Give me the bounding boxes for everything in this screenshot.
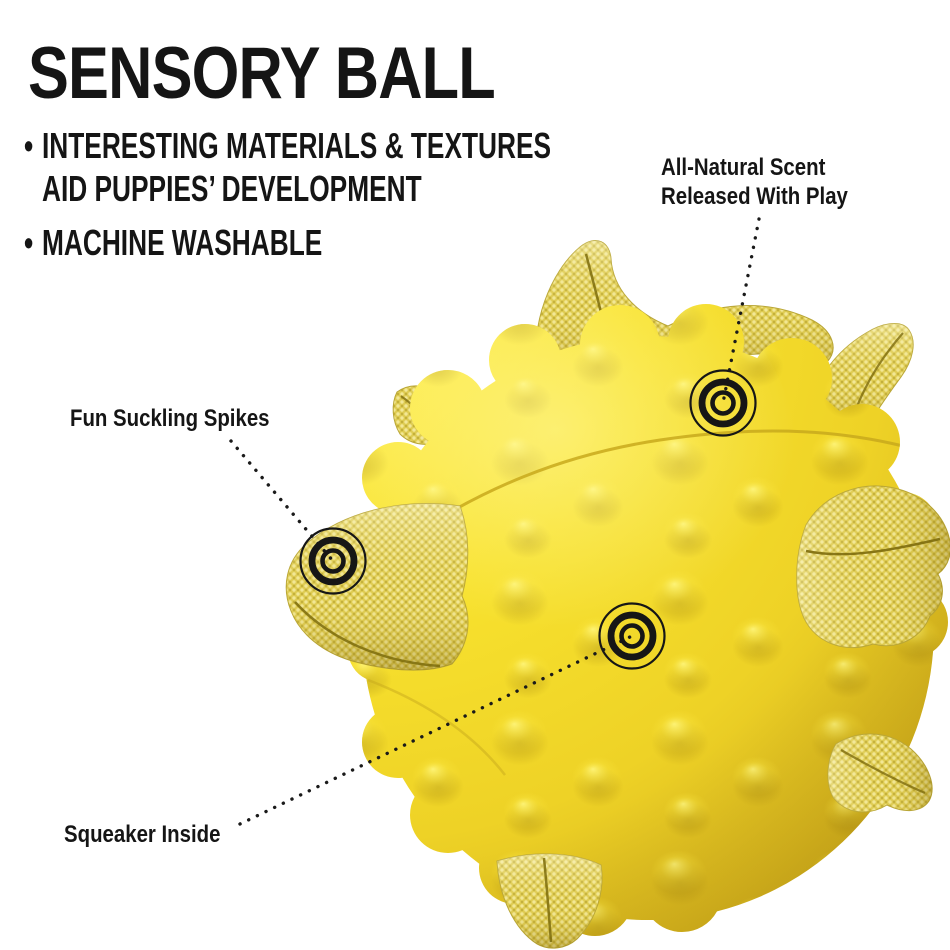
knit-spike-right xyxy=(796,485,950,648)
knit-spike-bottom-right xyxy=(827,733,933,813)
callout-line: Released With Play xyxy=(661,183,848,210)
callout-fun-suckling-spikes: Fun Suckling Spikes xyxy=(70,404,270,433)
target-marker-squeaker xyxy=(598,602,666,670)
knit-spike-left xyxy=(285,503,469,671)
callout-squeaker-inside: Squeaker Inside xyxy=(64,820,220,849)
target-marker-scent xyxy=(689,369,757,437)
bullet-item-textures: • INTERESTING MATERIALS & TEXTURES AID P… xyxy=(24,124,551,210)
bullet-line: MACHINE WASHABLE xyxy=(41,222,323,263)
bullet-line: AID PUPPIES’ DEVELOPMENT xyxy=(41,168,422,209)
callout-line: All-Natural Scent xyxy=(661,154,826,181)
ball-seam-lower xyxy=(367,678,506,776)
callout-line: Fun Suckling Spikes xyxy=(70,405,270,432)
feature-bullets: • INTERESTING MATERIALS & TEXTURES AID P… xyxy=(24,124,724,264)
bullet-dot: • xyxy=(24,222,34,263)
page-title: SENSORY BALL xyxy=(28,33,496,114)
bullet-dot: • xyxy=(24,125,34,166)
ball-seam xyxy=(404,429,936,542)
callout-all-natural-scent: All-Natural Scent Released With Play xyxy=(661,153,848,211)
bullet-item-washable: • MACHINE WASHABLE xyxy=(24,221,535,264)
knit-spike-bottom xyxy=(496,853,603,949)
callout-line: Squeaker Inside xyxy=(64,821,221,848)
target-marker-spikes xyxy=(299,527,367,595)
bullet-line: INTERESTING MATERIALS & TEXTURES xyxy=(41,125,552,166)
